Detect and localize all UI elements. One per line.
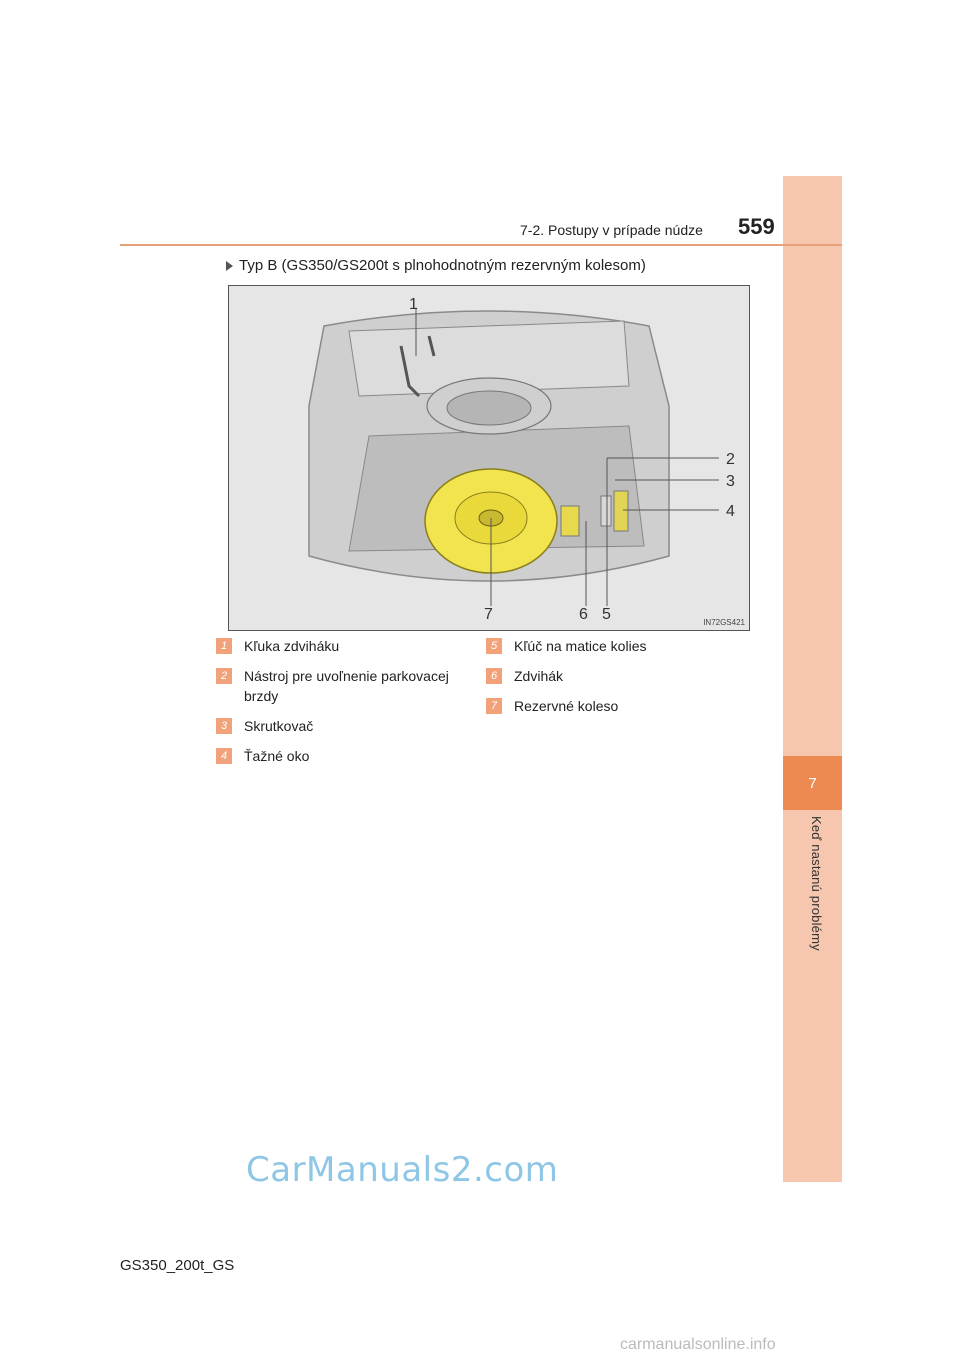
- header-rule: [120, 244, 842, 246]
- chapter-side-tab: [783, 176, 842, 1182]
- triangle-bullet-icon: [226, 260, 233, 271]
- legend-item: 4 Ťažné oko: [216, 746, 466, 766]
- trunk-lid: [348, 320, 630, 397]
- callout-4: 4: [726, 503, 735, 520]
- chapter-number: 7: [783, 756, 842, 810]
- page-number: 559: [738, 214, 775, 239]
- legend-number-badge: 3: [216, 718, 232, 734]
- watermark-link[interactable]: CarManuals2.com: [246, 1150, 559, 1190]
- jack-handle: [399, 335, 436, 398]
- legend-left: 1 Kľuka zdviháku 2 Nástroj pre uvoľnenie…: [216, 636, 466, 776]
- callout-7: 7: [484, 606, 493, 623]
- jack: [560, 505, 580, 537]
- variant-heading-text: Typ B (GS350/GS200t s plnohodnotným reze…: [239, 257, 646, 274]
- callout-lines: [415, 308, 719, 606]
- variant-heading: Typ B (GS350/GS200t s plnohodnotným reze…: [226, 257, 646, 274]
- legend-number-badge: 1: [216, 638, 232, 654]
- tool-set: [613, 490, 629, 532]
- legend-text: Rezervné koleso: [514, 698, 619, 714]
- legend-number-badge: 4: [216, 748, 232, 764]
- legend-item: 6 Zdvihák: [486, 666, 736, 686]
- legend-number-badge: 6: [486, 668, 502, 684]
- callout-1: 1: [409, 296, 418, 313]
- trunk-illustration: 1 2 3 4 5 6 7 IN72GS421: [228, 285, 750, 631]
- trunk-drawing: 1 2 3 4 5 6 7: [308, 296, 735, 623]
- figure-code: IN72GS421: [703, 618, 745, 627]
- footer-site-watermark[interactable]: carmanualsonline.info: [620, 1336, 776, 1353]
- chapter-label: Keď nastanú problémy: [809, 816, 824, 951]
- legend-text: Kľuka zdviháku: [244, 638, 340, 654]
- callout-6: 6: [579, 606, 588, 623]
- legend-number-badge: 2: [216, 668, 232, 684]
- legend-right: 5 Kľúč na matice kolies 6 Zdvihák 7 Reze…: [486, 636, 736, 726]
- legend-text: Ťažné oko: [244, 748, 310, 764]
- legend-item: 3 Skrutkovač: [216, 716, 466, 736]
- legend-number-badge: 5: [486, 638, 502, 654]
- footer-model-code: GS350_200t_GS: [120, 1257, 235, 1274]
- legend-item: 7 Rezervné koleso: [486, 696, 736, 716]
- callout-3: 3: [726, 473, 735, 490]
- legend-item: 5 Kľúč na matice kolies: [486, 636, 736, 656]
- section-title: 7-2. Postupy v prípade núdze: [520, 222, 703, 238]
- legend-text: Skrutkovač: [244, 718, 314, 734]
- legend-item: 1 Kľuka zdviháku: [216, 636, 466, 656]
- legend-text: Nástroj pre uvoľnenie parkovacej brzdy: [244, 668, 449, 704]
- callout-2: 2: [726, 451, 735, 468]
- legend-number-badge: 7: [486, 698, 502, 714]
- callout-5: 5: [602, 606, 611, 623]
- legend-item: 2 Nástroj pre uvoľnenie parkovacej brzdy: [216, 666, 466, 706]
- legend-text: Zdvihák: [514, 668, 564, 684]
- legend-text: Kľúč na matice kolies: [514, 638, 647, 654]
